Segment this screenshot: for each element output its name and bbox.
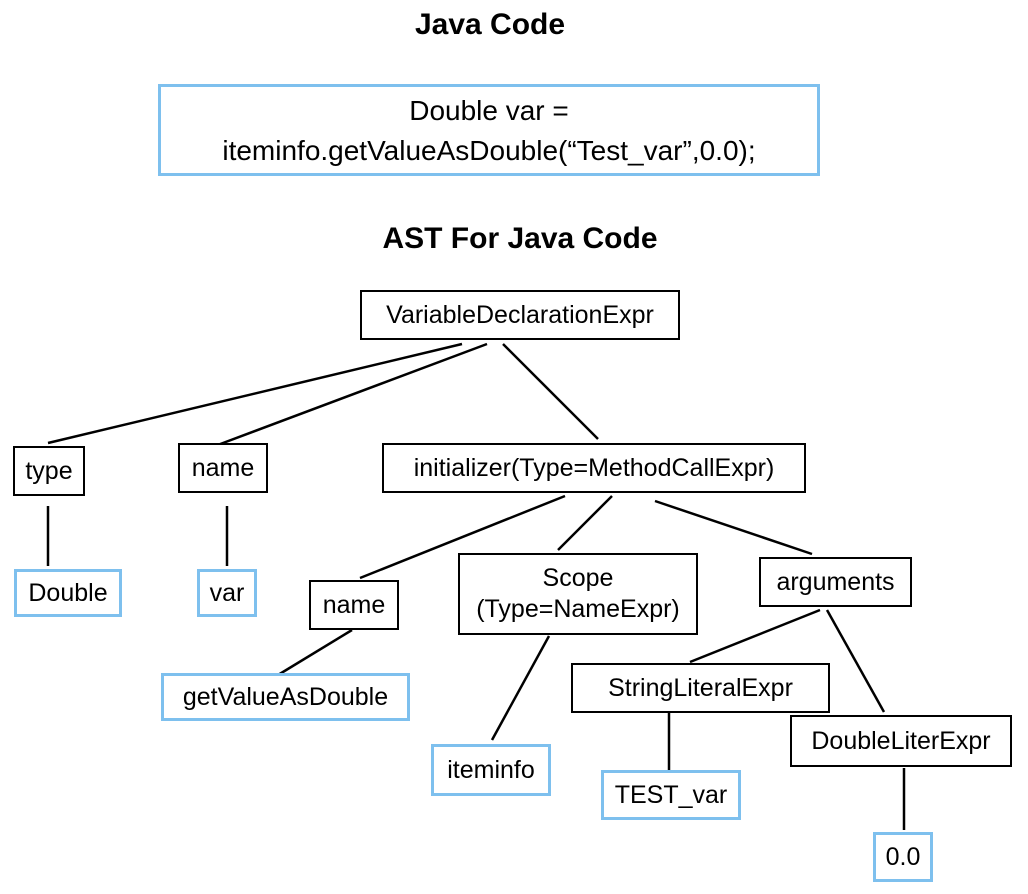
edge-scope-iteminfo xyxy=(490,635,551,741)
code-box: Double var = iteminfo.getValueAsDouble(“… xyxy=(158,84,820,176)
node-name-value: var xyxy=(197,569,257,617)
node-name: name xyxy=(178,443,268,493)
ast-title: AST For Java Code xyxy=(382,222,658,255)
edge-root-type xyxy=(47,342,463,445)
node-string-literal-expr: StringLiteralExpr xyxy=(571,663,830,713)
edge-root-name xyxy=(214,342,488,448)
edge-name-getvalue xyxy=(277,628,353,677)
code-line-1: Double var = xyxy=(409,95,569,126)
node-scope-line-1: Scope xyxy=(542,564,614,592)
edge-initializer-name xyxy=(359,494,566,580)
node-method-name: name xyxy=(309,580,399,630)
java-code-title: Java Code xyxy=(414,8,566,41)
node-string-value: TEST_var xyxy=(601,770,741,820)
node-method-name-value: getValueAsDouble xyxy=(161,673,410,721)
node-scope-value: iteminfo xyxy=(431,744,551,796)
edge-initializer-scope xyxy=(557,495,613,551)
node-initializer: initializer(Type=MethodCallExpr) xyxy=(382,443,806,493)
edge-arguments-string xyxy=(689,608,821,664)
edge-arguments-double xyxy=(825,609,886,713)
node-double-value: 0.0 xyxy=(873,832,933,882)
code-line-2: iteminfo.getValueAsDouble(“Test_var”,0.0… xyxy=(222,135,756,166)
node-arguments: arguments xyxy=(759,557,912,607)
edge-root-initializer xyxy=(502,343,599,440)
node-type: type xyxy=(13,446,85,496)
node-double-liter-expr: DoubleLiterExpr xyxy=(790,715,1012,767)
node-scope-line-2: (Type=NameExpr) xyxy=(476,595,680,623)
edge-initializer-arguments xyxy=(654,499,813,556)
node-type-value: Double xyxy=(14,569,122,617)
node-scope: Scope (Type=NameExpr) xyxy=(458,553,698,635)
node-variable-declaration-expr: VariableDeclarationExpr xyxy=(360,290,680,340)
